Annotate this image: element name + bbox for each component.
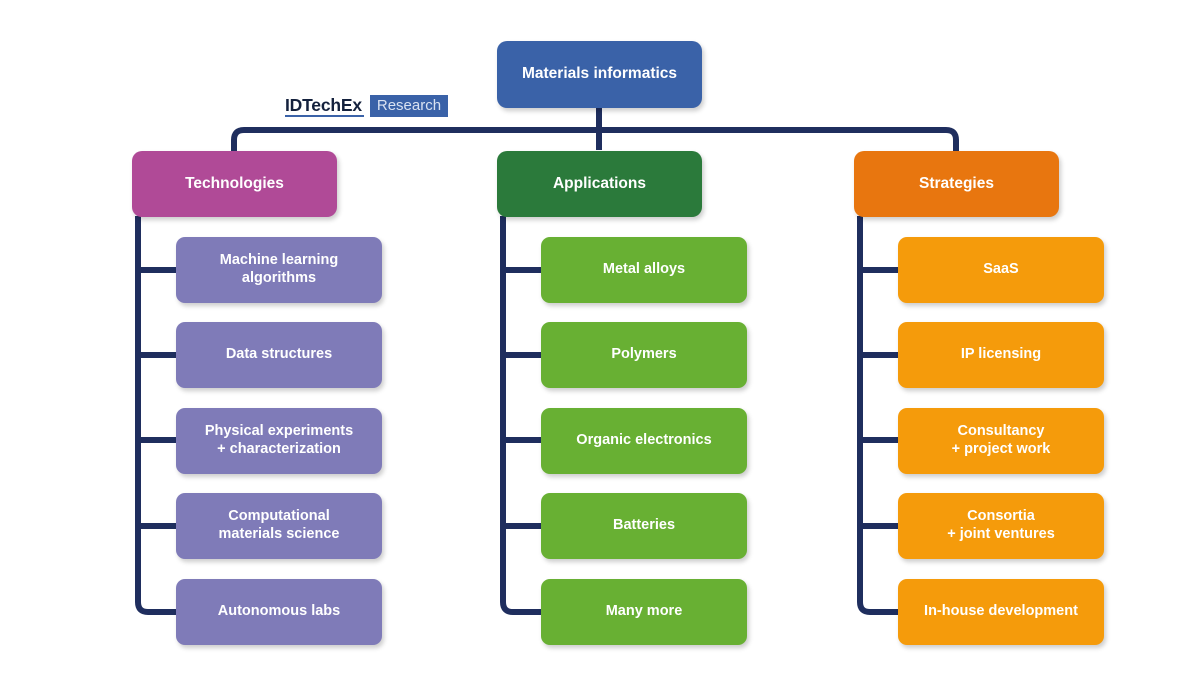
node-technologies-item-1-label: Machine learning algorithms — [219, 252, 339, 286]
connector-trunk-applications — [500, 216, 544, 615]
node-applications-item-1[interactable]: Metal alloys — [541, 237, 747, 303]
node-applications-item-4[interactable]: Batteries — [541, 493, 747, 559]
node-strategies-item-2-label: IP licensing — [960, 346, 1042, 363]
logo-wordmark: IDTechEx — [285, 95, 364, 117]
node-strategies-item-3-label: Consultancy + project work — [951, 423, 1051, 457]
node-applications-item-4-label: Batteries — [612, 517, 676, 534]
node-applications-item-3-label: Organic electronics — [576, 432, 712, 449]
node-technologies-item-1[interactable]: Machine learning algorithms — [176, 237, 382, 303]
node-strategies-item-1-label: SaaS — [983, 261, 1019, 278]
connector-trunk-technologies — [135, 216, 179, 615]
node-strategies-item-4-label: Consortia + joint ventures — [947, 508, 1055, 542]
node-technologies-item-4[interactable]: Computational materials science — [176, 493, 382, 559]
node-category-applications[interactable]: Applications — [497, 151, 702, 217]
node-applications-item-5[interactable]: Many more — [541, 579, 747, 645]
node-applications-item-3[interactable]: Organic electronics — [541, 408, 747, 474]
node-applications-item-1-label: Metal alloys — [602, 261, 686, 278]
node-applications-item-2-label: Polymers — [611, 346, 677, 363]
node-category-technologies-label: Technologies — [185, 174, 284, 192]
node-strategies-item-3[interactable]: Consultancy + project work — [898, 408, 1104, 474]
node-category-applications-label: Applications — [552, 174, 646, 192]
node-strategies-item-4[interactable]: Consortia + joint ventures — [898, 493, 1104, 559]
node-technologies-item-5-label: Autonomous labs — [217, 603, 341, 620]
node-strategies-item-5-label: In-house development — [924, 603, 1078, 620]
node-technologies-item-3-label: Physical experiments + characterization — [204, 423, 354, 457]
node-technologies-item-2-label: Data structures — [225, 346, 333, 363]
node-technologies-item-4-label: Computational materials science — [218, 508, 340, 542]
node-strategies-item-1[interactable]: SaaS — [898, 237, 1104, 303]
node-category-strategies-label: Strategies — [919, 174, 994, 192]
node-category-technologies[interactable]: Technologies — [132, 151, 337, 217]
node-strategies-item-5[interactable]: In-house development — [898, 579, 1104, 645]
node-root-label: Materials informatics — [521, 65, 678, 83]
connector-bus — [231, 127, 959, 152]
logo-research-badge: Research — [369, 95, 449, 117]
node-applications-item-5-label: Many more — [605, 603, 683, 620]
idtechex-research-logo: IDTechEx Research — [285, 95, 449, 117]
node-technologies-item-3[interactable]: Physical experiments + characterization — [176, 408, 382, 474]
node-strategies-item-2[interactable]: IP licensing — [898, 322, 1104, 388]
connector-trunk-strategies — [857, 216, 901, 615]
node-technologies-item-5[interactable]: Autonomous labs — [176, 579, 382, 645]
node-root[interactable]: Materials informatics — [497, 41, 702, 108]
node-applications-item-2[interactable]: Polymers — [541, 322, 747, 388]
node-technologies-item-2[interactable]: Data structures — [176, 322, 382, 388]
node-category-strategies[interactable]: Strategies — [854, 151, 1059, 217]
